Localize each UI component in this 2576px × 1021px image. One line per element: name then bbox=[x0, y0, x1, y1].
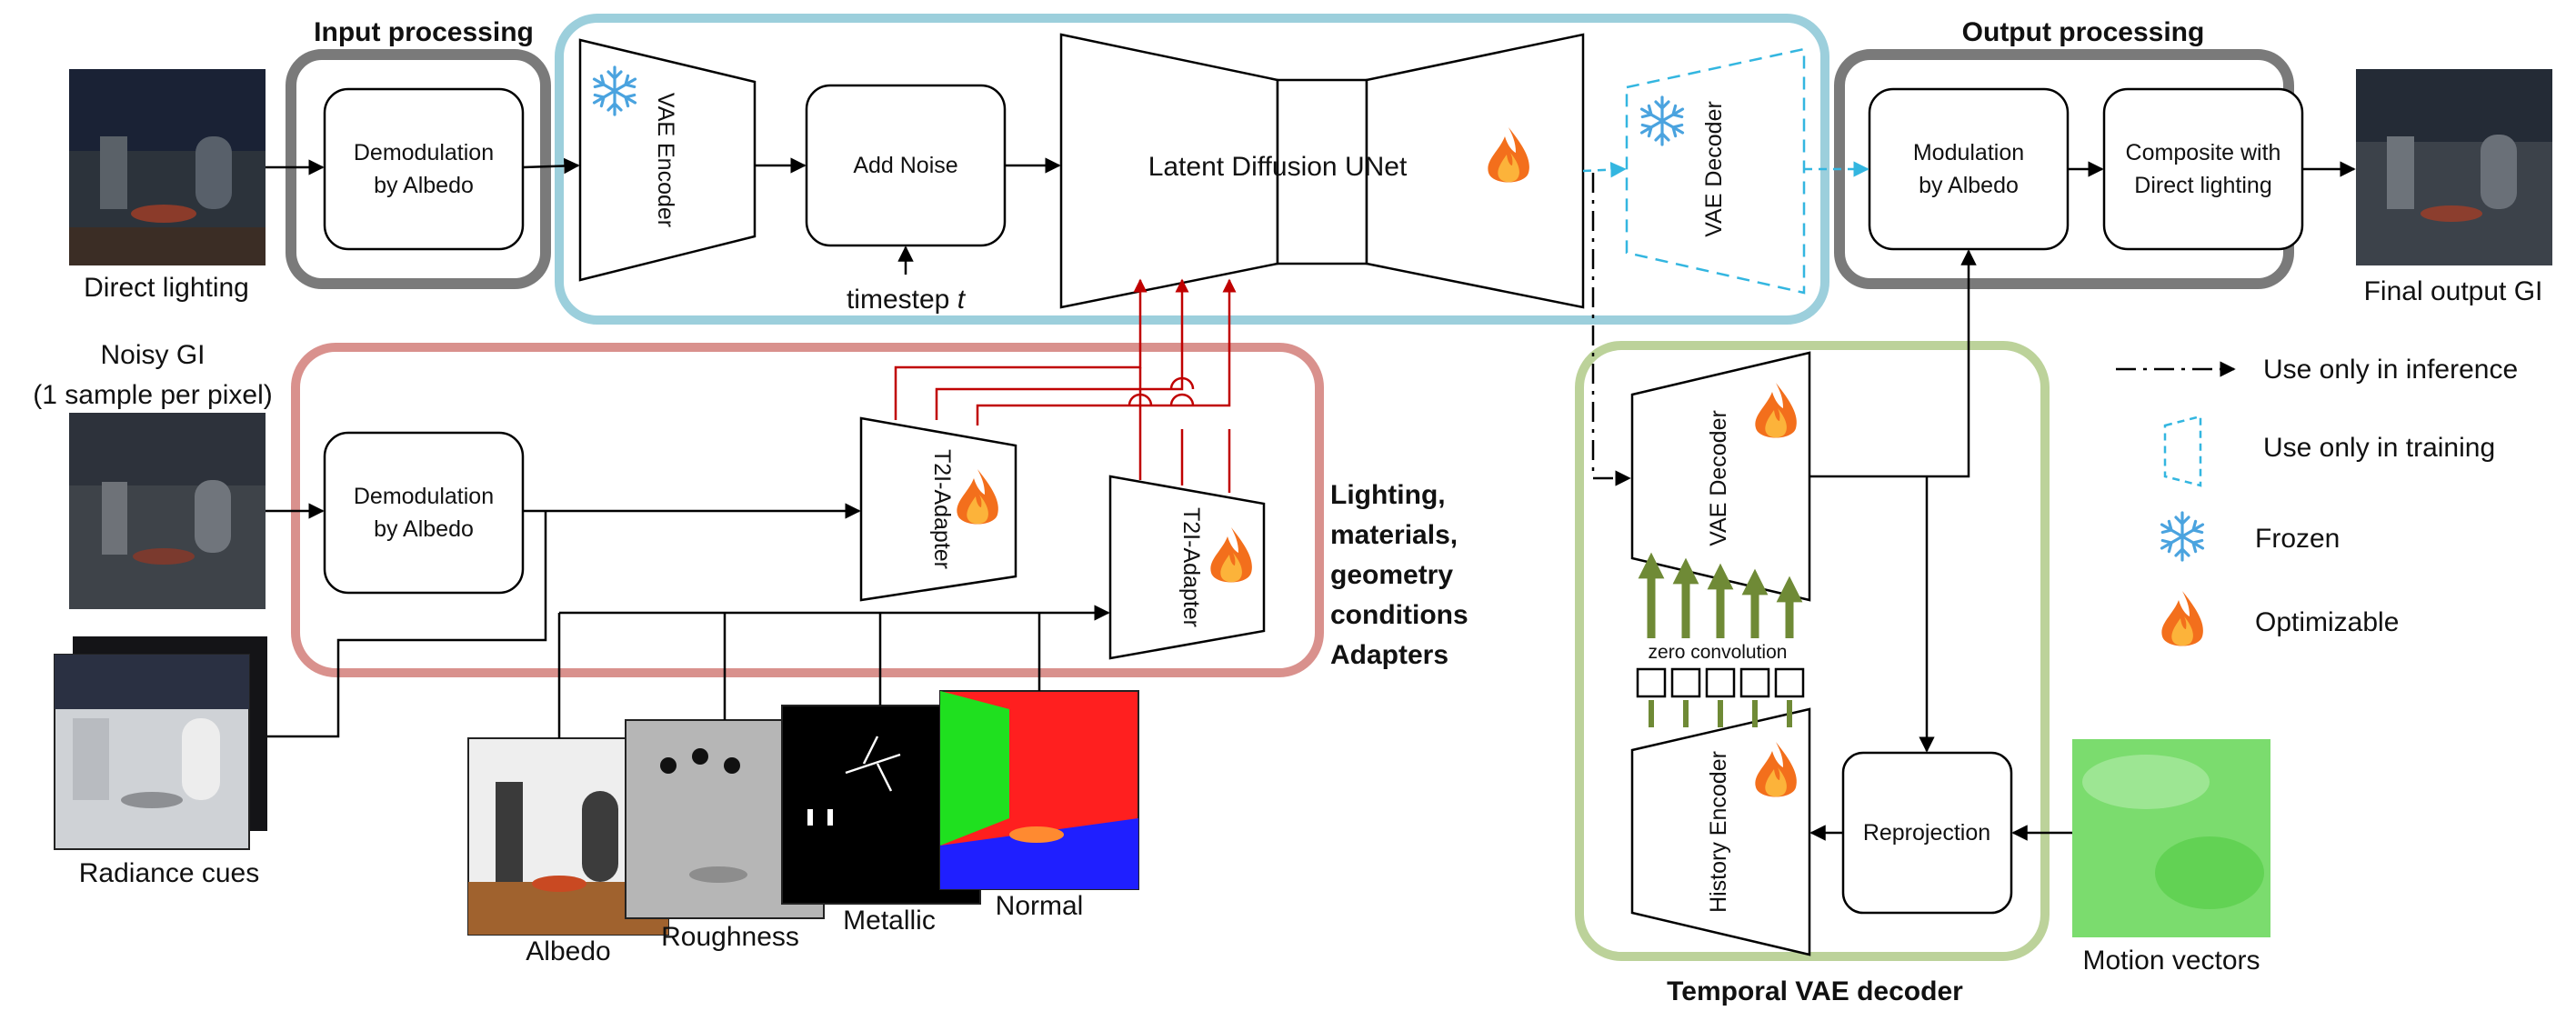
t2i-adapter-1-block bbox=[859, 416, 1017, 602]
final-output-image bbox=[2356, 69, 2552, 265]
legend-frozen-label: Frozen bbox=[2255, 524, 2340, 554]
legend-optimizable-flame-icon bbox=[2161, 591, 2203, 646]
composite-label-2: Direct lighting bbox=[2134, 173, 2271, 198]
legend-optimizable-label: Optimizable bbox=[2255, 607, 2399, 637]
add-noise-label: Add Noise bbox=[853, 153, 957, 178]
noisy-gi-image bbox=[69, 413, 266, 609]
history-encoder-label: History Encoder bbox=[1706, 751, 1731, 913]
svg-text:Lighting,: Lighting, bbox=[1330, 480, 1446, 510]
red-adapter-connections bbox=[894, 278, 1237, 493]
output-processing-title: Output processing bbox=[1962, 17, 2205, 47]
composite-block bbox=[2102, 87, 2304, 251]
vae-encoder-block bbox=[578, 38, 757, 282]
legend-inference-label: Use only in inference bbox=[2263, 355, 2518, 385]
t2i-adapter-2-label: T2I-Adapter bbox=[1178, 507, 1204, 627]
modulation-label-1: Modulation bbox=[1913, 140, 2024, 165]
vae-decoder-training-snowflake-icon bbox=[1639, 95, 1685, 146]
roughness-label: Roughness bbox=[661, 922, 799, 952]
demodulation-top-label-2: by Albedo bbox=[374, 173, 474, 198]
noisy-gi-label-2: (1 sample per pixel) bbox=[33, 380, 272, 410]
temporal-title: Temporal VAE decoder bbox=[1667, 976, 1963, 1006]
composite-label-1: Composite with bbox=[2126, 140, 2281, 165]
modulation-label-2: by Albedo bbox=[1919, 173, 2019, 198]
albedo-label: Albedo bbox=[526, 936, 610, 966]
vae-decoder-training-label: VAE Decoder bbox=[1701, 101, 1727, 237]
edge-temporal-decoder-to-modulation bbox=[1809, 249, 1977, 478]
zero-convolution-label: zero convolution bbox=[1649, 642, 1788, 663]
green-feature-arrows bbox=[1638, 552, 1803, 638]
edge-unet-to-training-decoder bbox=[1582, 161, 1627, 178]
demodulation-bottom-label-2: by Albedo bbox=[374, 516, 474, 542]
radiance-cues-image bbox=[54, 636, 267, 850]
edge-radiance-to-demod-output bbox=[267, 511, 547, 738]
normal-label: Normal bbox=[996, 891, 1084, 921]
noisy-gi-label-1: Noisy GI bbox=[100, 340, 205, 370]
vae-decoder-temporal-label: VAE Decoder bbox=[1706, 410, 1731, 546]
vae-decoder-training-block bbox=[1625, 47, 1806, 295]
unet-block bbox=[1059, 33, 1585, 309]
metallic-label: Metallic bbox=[843, 906, 936, 936]
demodulation-bottom-block bbox=[323, 431, 525, 595]
t2i-adapter-1-label: T2I-Adapter bbox=[929, 449, 955, 569]
final-output-label: Final output GI bbox=[2364, 276, 2543, 306]
edge-inference-path bbox=[1591, 173, 1631, 486]
svg-text:materials,: materials, bbox=[1330, 520, 1458, 550]
demodulation-top-block bbox=[323, 87, 525, 251]
timestep-label: timestep t bbox=[847, 285, 967, 315]
input-processing-title: Input processing bbox=[314, 17, 534, 47]
motion-vectors-label: Motion vectors bbox=[2082, 946, 2260, 976]
svg-text:geometry: geometry bbox=[1330, 560, 1453, 590]
direct-lighting-image bbox=[69, 69, 266, 265]
unet-label: Latent Diffusion UNet bbox=[1148, 152, 1408, 182]
demodulation-bottom-label-1: Demodulation bbox=[354, 484, 494, 509]
normal-image bbox=[939, 690, 1139, 890]
adapters-title: Lighting, materials, geometry conditions… bbox=[1330, 480, 1468, 670]
svg-text:conditions: conditions bbox=[1330, 600, 1468, 630]
demodulation-top-label-1: Demodulation bbox=[354, 140, 494, 165]
direct-lighting-label: Direct lighting bbox=[84, 273, 249, 303]
temporal-frame bbox=[1575, 341, 2050, 961]
legend-frozen-snowflake-icon bbox=[2160, 511, 2205, 562]
edge-demod-to-encoder bbox=[522, 157, 580, 175]
motion-vectors-image bbox=[2072, 739, 2270, 937]
zero-convolution-feeds bbox=[1649, 700, 1792, 727]
svg-text:Adapters: Adapters bbox=[1330, 640, 1448, 670]
vae-encoder-label: VAE Encoder bbox=[653, 93, 678, 227]
reprojection-label: Reprojection bbox=[1863, 820, 1990, 846]
zero-convolution-squares bbox=[1636, 667, 1805, 698]
legend-training-label: Use only in training bbox=[2263, 433, 2495, 463]
t2i-adapter-2-block bbox=[1108, 475, 1266, 660]
modulation-block bbox=[1868, 87, 2070, 251]
legend-training-icon bbox=[2163, 415, 2202, 487]
radiance-cues-label: Radiance cues bbox=[79, 858, 259, 888]
input-processing-frame bbox=[286, 49, 551, 289]
